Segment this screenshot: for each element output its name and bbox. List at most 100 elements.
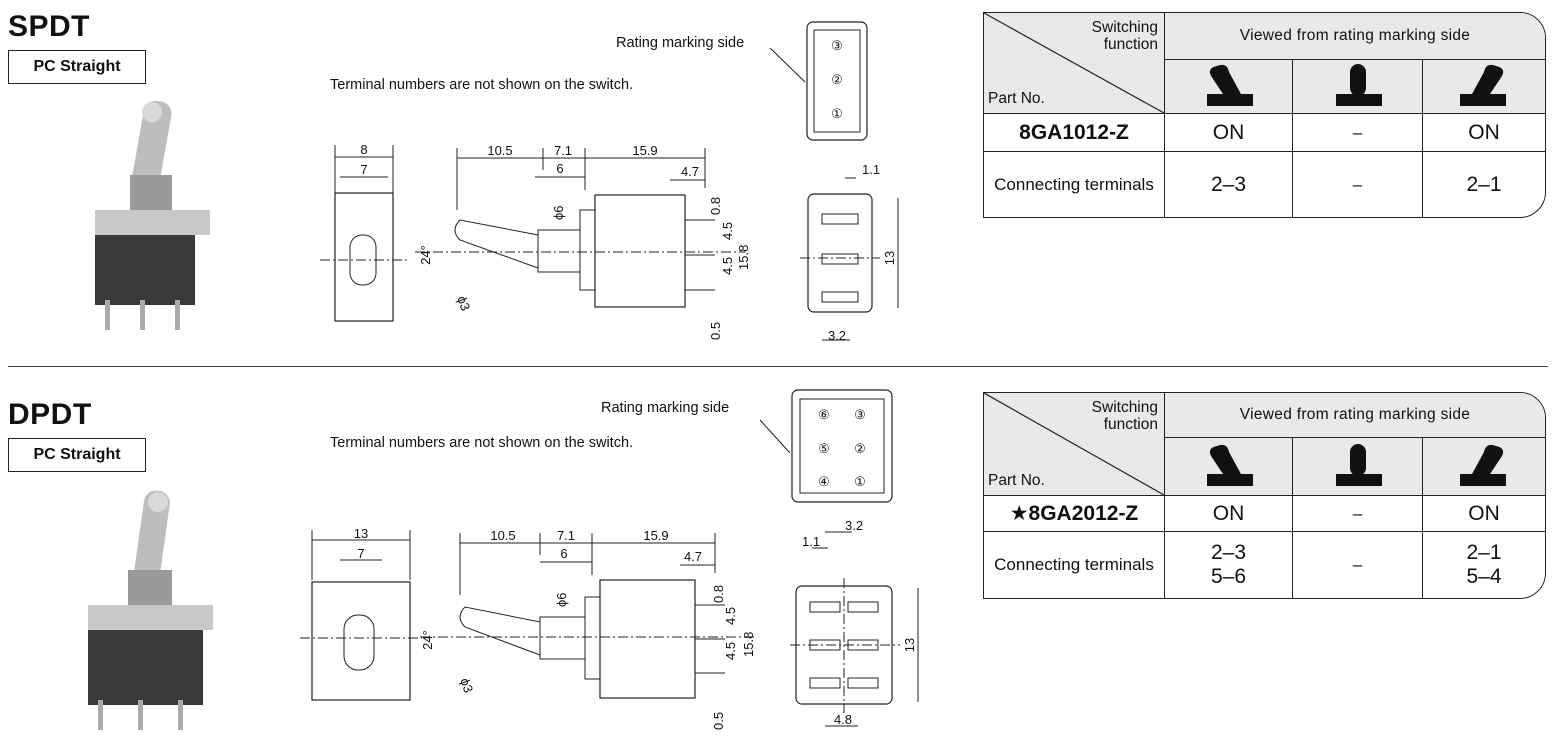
terminal-note-dpdt: Terminal numbers are not shown on the sw… <box>330 435 634 451</box>
dim-front-inner: 7 <box>360 162 367 177</box>
terminals-left: 2–3 5–6 <box>1164 531 1292 598</box>
side-view-spdt: 10.5 7.1 15.9 6 4.7 24° ϕ3 ϕ6 0.8 4.5 4.… <box>415 143 751 340</box>
dim-v3: 4.5 <box>723 642 738 660</box>
terminal-1-label: ① <box>831 106 843 121</box>
switching-function-label: Switching function <box>1091 19 1158 53</box>
state-left: ON <box>1164 495 1292 531</box>
terminals-center: – <box>1292 531 1422 598</box>
dim-v3: 4.5 <box>720 257 735 275</box>
dim-bush-dia: ϕ6 <box>554 592 569 607</box>
dim-side-e: 4.7 <box>681 164 699 179</box>
terminal-3-label: ③ <box>831 38 843 53</box>
dim-bot-w: 1.1 <box>802 534 820 549</box>
terminals-left: 2–3 <box>1164 151 1292 217</box>
dim-side-b: 7.1 <box>557 528 575 543</box>
lever-right-icon <box>1422 59 1545 113</box>
dim-v4: 15.8 <box>741 632 756 657</box>
terminal-view-spdt: ③ ② ① <box>769 21 868 141</box>
state-left: ON <box>1164 113 1292 151</box>
dim-pin-dia: ϕ3 <box>457 676 476 695</box>
terminals-right: 2–1 5–4 <box>1422 531 1545 598</box>
spec-table-dpdt: Switching function Part No. Viewed from … <box>983 392 1546 599</box>
dim-side-a: 10.5 <box>487 143 512 158</box>
dim-side-e: 4.7 <box>684 549 702 564</box>
bottom-view-dpdt: 3.2 1.1 13 4.8 <box>790 518 919 727</box>
switching-function-label: Switching function <box>1091 399 1158 433</box>
dim-angle: 24° <box>418 245 433 265</box>
rating-label-dpdt: Rating marking side <box>601 400 730 416</box>
terminal-4-label: ④ <box>818 474 830 489</box>
dim-bot-pitch: 3.2 <box>828 328 846 343</box>
dim-v2: 4.5 <box>723 607 738 625</box>
terminal-2-label: ② <box>831 72 843 87</box>
dim-front-w: 13 <box>354 526 368 541</box>
part-number: ★8GA2012-Z <box>984 495 1164 531</box>
dim-bot-h: 13 <box>902 638 917 652</box>
terminals-left-line2: 5–6 <box>1210 565 1247 588</box>
dim-bot-pitch: 4.8 <box>834 712 852 727</box>
dim-side-d: 6 <box>556 161 563 176</box>
dim-side-b: 7.1 <box>554 143 572 158</box>
dim-v5: 0.5 <box>708 322 723 340</box>
terminals-right-line2: 5–4 <box>1466 565 1502 588</box>
state-center: – <box>1292 495 1422 531</box>
viewed-header: Viewed from rating marking side <box>1164 13 1545 59</box>
bottom-view-spdt: 1.1 13 3.2 <box>800 162 899 343</box>
front-view-spdt: 8 7 <box>320 142 408 322</box>
dim-v4: 15.8 <box>736 245 751 270</box>
terminal-5-label: ⑤ <box>818 441 830 456</box>
dim-side-d: 6 <box>560 546 567 561</box>
mount-label-dpdt: PC Straight <box>8 438 146 472</box>
part-number: 8GA1012-Z <box>984 113 1164 151</box>
terminal-6-label: ⑥ <box>818 407 830 422</box>
dim-v1: 0.8 <box>708 197 723 215</box>
dim-side-c: 15.9 <box>643 528 668 543</box>
viewed-header: Viewed from rating marking side <box>1164 393 1545 437</box>
mount-label-spdt: PC Straight <box>8 50 146 84</box>
state-right: ON <box>1422 113 1545 151</box>
state-center: – <box>1292 113 1422 151</box>
lever-left-icon <box>1164 59 1292 113</box>
terminals-right: 2–1 <box>1422 151 1545 217</box>
rating-label-spdt: Rating marking side <box>616 35 745 51</box>
terminal-view-dpdt: ⑥ ③ ⑤ ② ④ ① <box>759 389 893 503</box>
spec-table-spdt: Switching function Part No. Viewed from … <box>983 12 1546 218</box>
part-no-label: Part No. <box>988 472 1045 489</box>
switch-photo-dpdt <box>88 490 213 730</box>
section-title-spdt: SPDT <box>8 10 91 43</box>
state-right: ON <box>1422 495 1545 531</box>
dim-v2: 4.5 <box>720 222 735 240</box>
lever-left-icon <box>1164 437 1292 495</box>
dim-front-inner: 7 <box>357 546 364 561</box>
dim-side-c: 15.9 <box>632 143 657 158</box>
section-title-dpdt: DPDT <box>8 398 92 431</box>
dim-bot-w: 1.1 <box>862 162 880 177</box>
dim-bot-h: 13 <box>882 251 897 265</box>
lever-center-icon <box>1292 59 1422 113</box>
dim-bush-dia: ϕ6 <box>551 205 566 220</box>
dim-pin-dia: ϕ3 <box>454 294 473 313</box>
dim-v1: 0.8 <box>711 585 726 603</box>
front-view-dpdt: 13 7 <box>300 526 422 701</box>
dim-v5: 0.5 <box>711 712 726 730</box>
terminals-center: – <box>1292 151 1422 217</box>
dim-side-a: 10.5 <box>490 528 515 543</box>
dim-angle: 24° <box>420 630 435 650</box>
terminals-left-line1: 2–3 <box>1210 541 1247 564</box>
terminal-2-label: ② <box>854 441 866 456</box>
table-corner: Switching function Part No. <box>984 393 1165 496</box>
terminals-right-line1: 2–1 <box>1466 541 1502 564</box>
connecting-terminals-label: Connecting terminals <box>984 151 1164 217</box>
switch-photo-spdt <box>95 100 210 330</box>
table-corner: Switching function Part No. <box>984 13 1165 114</box>
terminal-note-spdt: Terminal numbers are not shown on the sw… <box>330 77 634 93</box>
connecting-terminals-label: Connecting terminals <box>984 531 1164 598</box>
terminal-3-label: ③ <box>854 407 866 422</box>
lever-center-icon <box>1292 437 1422 495</box>
dim-front-w: 8 <box>360 142 367 157</box>
terminal-1-label: ① <box>854 474 866 489</box>
section-divider <box>8 366 1548 367</box>
dim-bot-top: 3.2 <box>845 518 863 533</box>
lever-right-icon <box>1422 437 1545 495</box>
side-view-dpdt: 10.5 7.1 15.9 6 4.7 24° ϕ3 ϕ6 0.8 4.5 4.… <box>420 528 756 730</box>
